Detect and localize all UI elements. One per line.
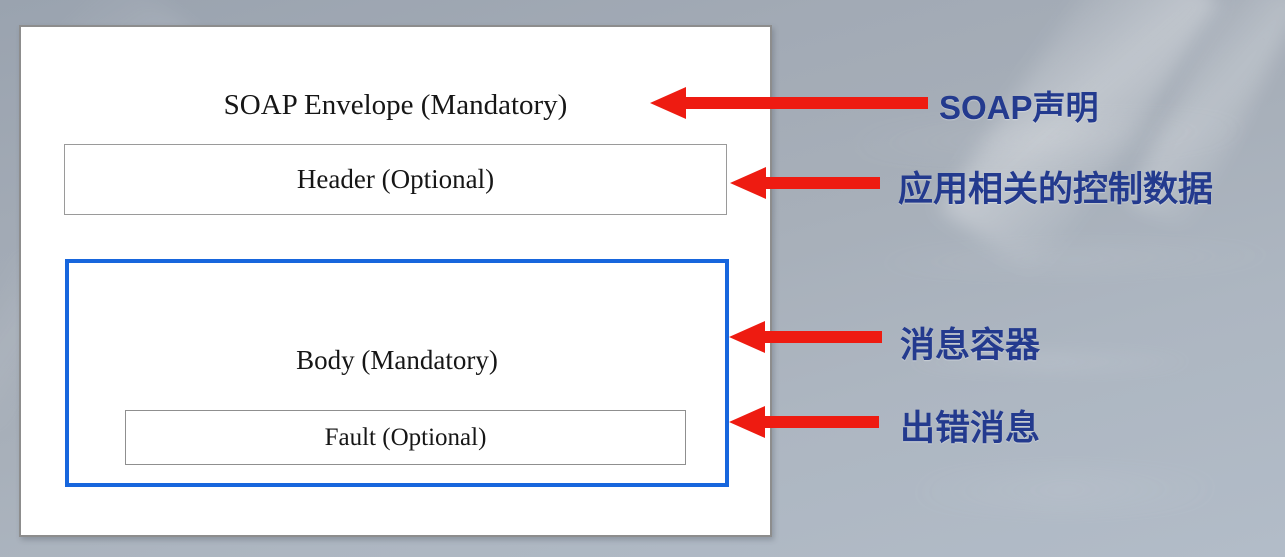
soap-body-box: Body (Mandatory) Fault (Optional) xyxy=(65,259,729,487)
callout-label-header: 应用相关的控制数据 xyxy=(898,170,1214,209)
background-light-streak xyxy=(900,470,1230,510)
callout-label-fault: 出错消息 xyxy=(900,409,1041,448)
callout-label-envelope: SOAP声明 xyxy=(939,89,1099,126)
soap-envelope-panel: SOAP Envelope (Mandatory) Header (Option… xyxy=(19,25,772,537)
soap-envelope-title: SOAP Envelope (Mandatory) xyxy=(223,89,568,121)
background-light-streak xyxy=(859,242,1285,276)
background-light-streak xyxy=(937,0,1223,276)
soap-header-box: Header (Optional) xyxy=(64,144,727,215)
soap-fault-box: Fault (Optional) xyxy=(125,410,686,465)
soap-fault-label: Fault (Optional) xyxy=(324,423,487,451)
soap-header-label: Header (Optional) xyxy=(296,164,495,194)
callout-label-body: 消息容器 xyxy=(900,326,1041,365)
soap-body-label: Body (Mandatory) xyxy=(296,345,498,375)
